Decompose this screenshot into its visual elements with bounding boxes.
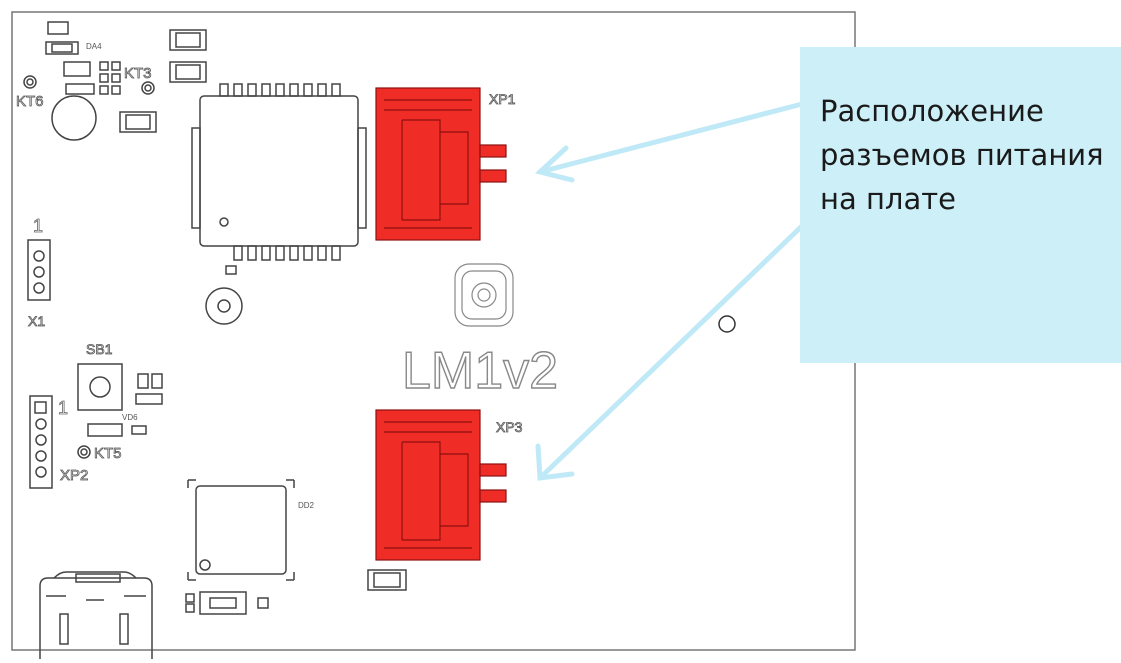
callout-line-1: Расположение (820, 94, 1044, 128)
x1-connector (27, 239, 51, 301)
kt6-label: KT6 (16, 93, 44, 110)
xp1-label: XP1 (489, 91, 516, 107)
board-logo (454, 263, 514, 327)
xp2-pin1-mark: 1 (58, 398, 68, 418)
dd2-label: DD2 (298, 501, 315, 510)
smd-parts-top-left (23, 21, 207, 141)
vd6-label: VD6 (122, 413, 138, 422)
callout-line-3: на плате (820, 182, 956, 216)
dd2-chip (185, 479, 407, 615)
xp2-connector (29, 395, 53, 489)
sb1-label: SB1 (86, 341, 113, 357)
callout-arrows (534, 101, 805, 481)
module-outline (191, 83, 367, 325)
xp2-label: XP2 (60, 467, 88, 484)
xp1-connector (375, 87, 507, 241)
da4-label: DA4 (86, 42, 102, 51)
x1-label: X1 (28, 313, 45, 329)
kt3-label: KT3 (124, 65, 152, 82)
mounting-hole (718, 315, 736, 333)
board-model-label: LM1v2 (402, 342, 558, 400)
xp3-connector (375, 409, 507, 561)
xp3-label: XP3 (496, 419, 523, 435)
callout-line-2: разъемов питания (820, 138, 1104, 172)
callout-text: Расположение разъемов питания на плате (820, 89, 1121, 221)
kt5-label: KT5 (94, 445, 122, 462)
usb-connector (39, 571, 153, 659)
sb1-button (77, 363, 163, 459)
x1-pin1-mark: 1 (33, 216, 43, 236)
callout-box: Расположение разъемов питания на плате (800, 47, 1121, 363)
